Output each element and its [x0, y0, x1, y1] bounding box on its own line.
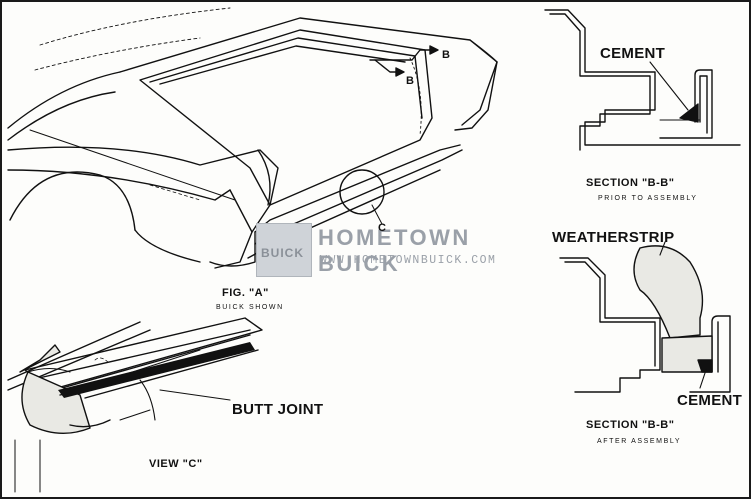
watermark: BUICK HOMETOWN BUICK WWW.HOMETOWNBUICK.C…: [256, 221, 496, 279]
fig-a-subtitle: BUICK SHOWN: [216, 304, 284, 311]
label-b-upper: B: [442, 49, 450, 61]
car-rear-drawing: [7, 7, 498, 269]
section-prior-drawing: [544, 9, 741, 151]
section-prior-title: SECTION "B-B": [586, 177, 675, 189]
section-after-drawing: [559, 245, 731, 393]
view-c-title: VIEW "C": [149, 458, 203, 470]
section-b-line-upper: [369, 49, 437, 61]
watermark-badge-text: BUICK: [261, 246, 304, 260]
watermark-badge: BUICK: [256, 223, 312, 277]
label-cement-bottom: CEMENT: [677, 392, 743, 409]
view-c-drawing: [7, 317, 263, 493]
section-prior-subtitle: PRIOR TO ASSEMBLY: [598, 195, 698, 202]
label-b-lower: B: [406, 75, 414, 87]
fig-a-title: FIG. "A": [222, 287, 269, 299]
label-butt-joint: BUTT JOINT: [232, 401, 324, 418]
label-c: C: [378, 222, 386, 234]
watermark-url: WWW.HOMETOWNBUICK.COM: [320, 254, 497, 267]
label-cement-top: CEMENT: [600, 45, 666, 62]
label-weatherstrip: WEATHERSTRIP: [552, 229, 675, 246]
section-after-title: SECTION "B-B": [586, 419, 675, 431]
watermark-title: HOMETOWN BUICK: [318, 225, 471, 276]
view-c-circle: [339, 169, 385, 215]
section-after-subtitle: AFTER ASSEMBLY: [597, 438, 682, 445]
